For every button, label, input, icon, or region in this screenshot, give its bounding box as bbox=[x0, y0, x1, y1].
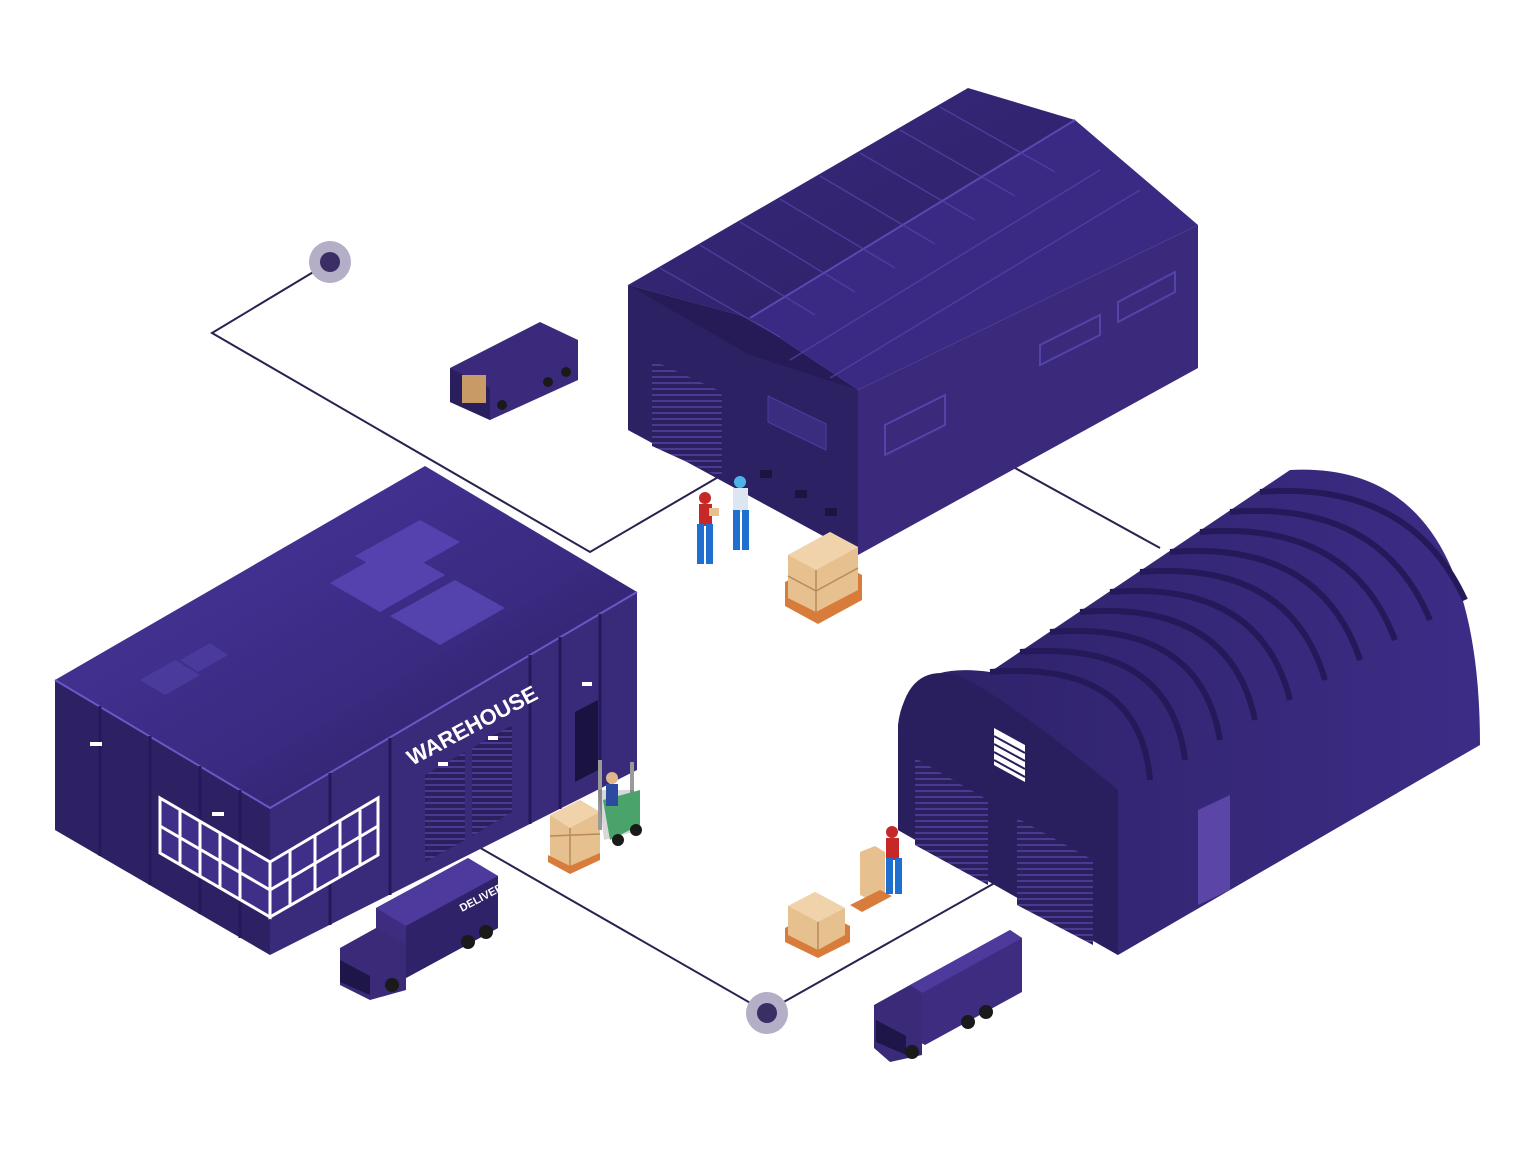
main-warehouse: WAREHOUSE bbox=[54, 466, 638, 955]
worker-icon bbox=[697, 492, 719, 564]
window-grid bbox=[158, 795, 380, 920]
pallet-icon bbox=[548, 800, 601, 874]
forklift-icon bbox=[598, 760, 642, 846]
worker-icon bbox=[886, 826, 902, 894]
pallet-icon bbox=[785, 892, 850, 958]
dome-hangar bbox=[898, 469, 1480, 955]
truck-icon bbox=[450, 322, 578, 420]
truck-icon bbox=[874, 930, 1022, 1062]
pallet-icon bbox=[850, 846, 892, 912]
pallet-icon bbox=[785, 532, 862, 624]
node-icon bbox=[309, 241, 351, 283]
worker-icon bbox=[733, 476, 749, 550]
truck-icon: DELIVERY bbox=[340, 858, 512, 1000]
gabled-warehouse bbox=[628, 88, 1198, 555]
node-icon bbox=[746, 992, 788, 1034]
